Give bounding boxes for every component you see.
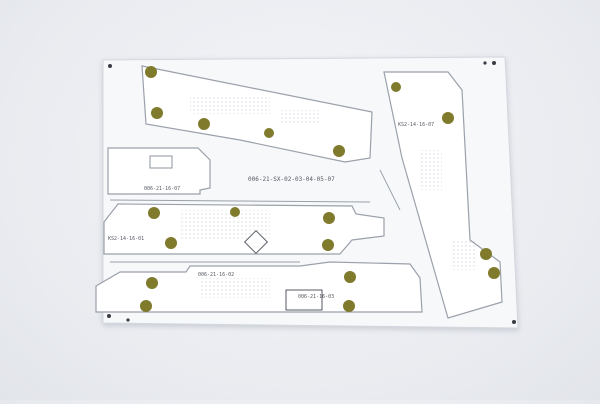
board-bottom <box>95 261 423 313</box>
board-right <box>383 71 503 319</box>
board-label: 006-21-16-03 <box>298 294 334 300</box>
board-label: 006-21-16-02 <box>198 272 234 278</box>
routing-slots <box>109 169 401 263</box>
board-label: 006-21-16-07 <box>144 186 180 192</box>
panel-main-marking: 006-21-SX-02-03-04-05-07 <box>248 176 335 183</box>
board-label: KS2-14-16-07 <box>398 122 434 128</box>
board-label: KS2-14-16-01 <box>108 236 144 242</box>
board-top <box>141 65 373 163</box>
board-middle <box>103 203 385 255</box>
silkscreen-labels: 006-21-SX-02-03-04-05-07 KS2-14-16-07 00… <box>108 122 434 300</box>
board-small <box>107 147 211 195</box>
tooling-holes <box>107 61 516 324</box>
gold-pads <box>140 66 500 312</box>
